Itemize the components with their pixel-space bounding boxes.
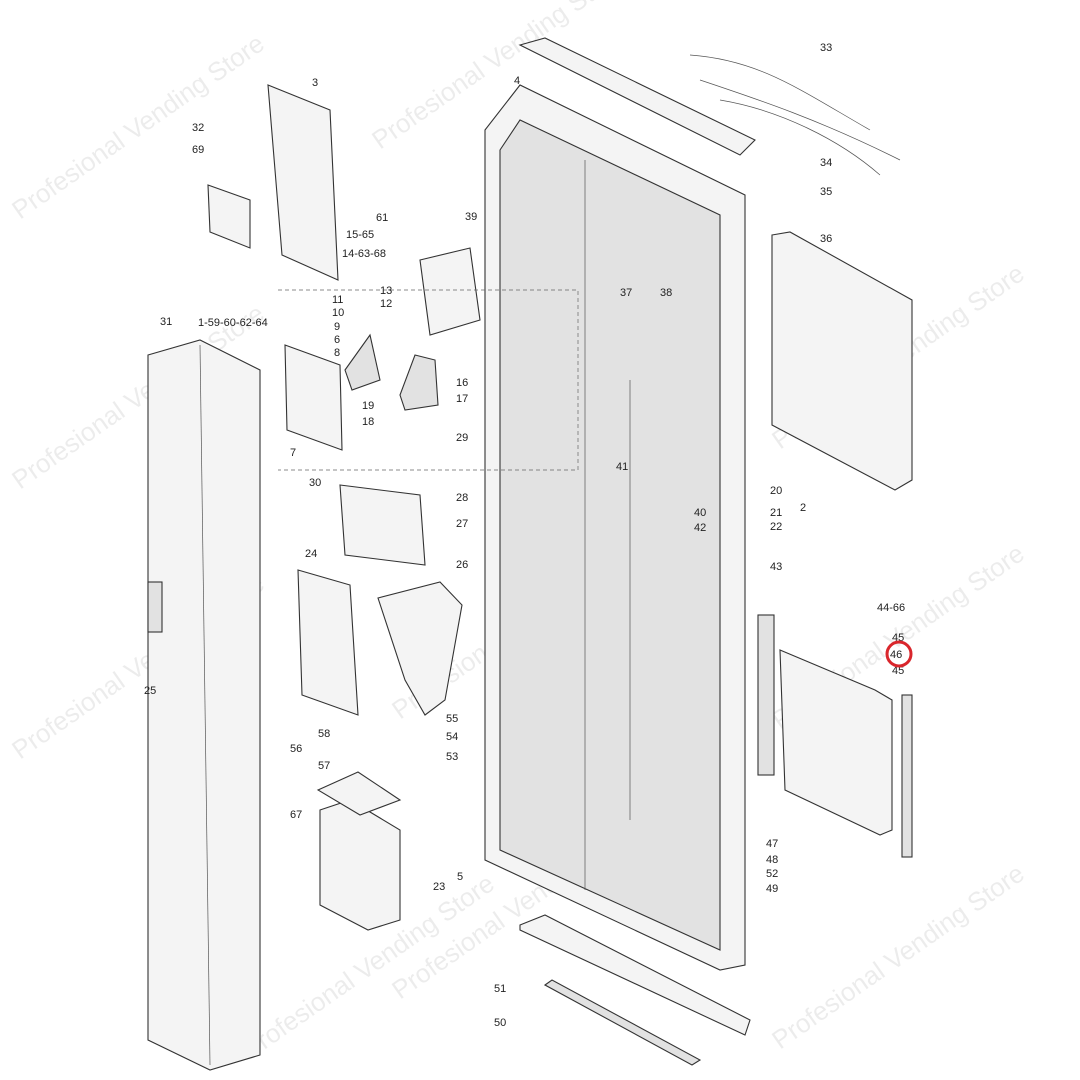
part-label-30: 30 — [309, 477, 321, 489]
part-label-33: 33 — [820, 42, 832, 54]
profile-45-left — [757, 614, 775, 776]
part-label-13: 13 — [380, 285, 392, 297]
part-label-69: 69 — [192, 144, 204, 156]
part-label-7: 7 — [290, 447, 296, 459]
part-label-8: 8 — [334, 347, 340, 359]
part-label-4: 4 — [514, 75, 520, 87]
part-label-10: 10 — [332, 307, 344, 319]
part-label-44-66: 44-66 — [877, 602, 905, 614]
part-label-45: 45 — [892, 665, 904, 677]
part-label-53: 53 — [446, 751, 458, 763]
part-label-38: 38 — [660, 287, 672, 299]
part-label-3: 3 — [312, 77, 318, 89]
part-label-22: 22 — [770, 521, 782, 533]
wire-harness-33 — [689, 54, 901, 176]
part-label-50: 50 — [494, 1017, 506, 1029]
part-label-56: 56 — [290, 743, 302, 755]
front-door-31 — [147, 339, 261, 1071]
control-board-27 — [339, 484, 426, 566]
part-label-24: 24 — [305, 548, 317, 560]
part-label-35: 35 — [820, 186, 832, 198]
side-panel-36 — [771, 231, 913, 491]
part-label-6: 6 — [334, 334, 340, 346]
part-label-17: 17 — [456, 393, 468, 405]
part-label-5: 5 — [457, 871, 463, 883]
part-label-29: 29 — [456, 432, 468, 444]
part-label-55: 55 — [446, 713, 458, 725]
part-label-49: 49 — [766, 883, 778, 895]
part-label-40: 40 — [694, 507, 706, 519]
part-label-43: 43 — [770, 561, 782, 573]
part-label-41: 41 — [616, 461, 628, 473]
part-label-61: 61 — [376, 212, 388, 224]
part-label-27: 27 — [456, 518, 468, 530]
lever-8 — [344, 333, 381, 391]
part-label-20: 20 — [770, 485, 782, 497]
part-label-34: 34 — [820, 157, 832, 169]
window-46 — [779, 649, 893, 836]
part-label-25: 25 — [144, 685, 156, 697]
plate-32 — [267, 84, 339, 281]
group-outline — [278, 289, 579, 471]
part-label-42: 42 — [694, 522, 706, 534]
part-label-26: 26 — [456, 559, 468, 571]
part-label-58: 58 — [318, 728, 330, 740]
coin-unit-15-65 — [419, 247, 481, 336]
part-label-11: 11 — [332, 294, 343, 306]
part-label-48: 48 — [766, 854, 778, 866]
part-label-1-59-60-62-64: 1-59-60-62-64 — [198, 317, 268, 329]
cabinet-inner — [499, 119, 721, 951]
part-shapes — [147, 37, 913, 1071]
part-label-37: 37 — [620, 287, 632, 299]
cash-box-23 — [319, 799, 401, 931]
part-label-18: 18 — [362, 416, 374, 428]
lid-57 — [316, 771, 402, 816]
part-label-15-65: 15-65 — [346, 229, 374, 241]
bottom-plate-51 — [519, 914, 751, 1036]
hopper-26 — [377, 581, 463, 716]
part-label-67: 67 — [290, 809, 302, 821]
door-handle-25 — [147, 581, 163, 633]
part-label-52: 52 — [766, 868, 778, 880]
part-label-16: 16 — [456, 377, 468, 389]
part-label-28: 28 — [456, 492, 468, 504]
part-label-47: 47 — [766, 838, 778, 850]
door-edge — [199, 344, 211, 1066]
part-label-54: 54 — [446, 731, 458, 743]
part-label-23: 23 — [433, 881, 445, 893]
part-label-9: 9 — [334, 321, 340, 333]
part-label-31: 31 — [160, 316, 172, 328]
strip-50 — [543, 979, 702, 1066]
part-label-14-63-68: 14-63-68 — [342, 248, 386, 260]
part-label-51: 51 — [494, 983, 506, 995]
part-label-21: 21 — [770, 507, 782, 519]
bracket-24 — [297, 569, 359, 716]
cover-69 — [207, 184, 251, 249]
mount-plate-7 — [284, 344, 343, 451]
part-label-2: 2 — [800, 502, 806, 514]
highlight-circle-46 — [885, 640, 913, 668]
part-label-46: 46 — [890, 649, 902, 661]
top-cover-35 — [518, 37, 756, 156]
part-label-39: 39 — [465, 211, 477, 223]
part-label-57: 57 — [318, 760, 330, 772]
part-label-32: 32 — [192, 122, 204, 134]
lever-17 — [399, 354, 439, 411]
watermark-text: Profesional Vending Store — [766, 858, 1029, 1055]
part-label-19: 19 — [362, 400, 374, 412]
part-label-12: 12 — [380, 298, 392, 310]
profile-45-right — [901, 694, 913, 858]
part-label-36: 36 — [820, 233, 832, 245]
